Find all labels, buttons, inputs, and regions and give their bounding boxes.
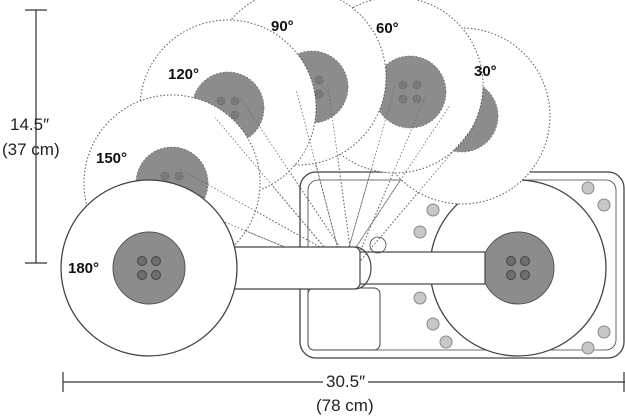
width-cm-label: (78 cm)	[316, 396, 374, 415]
hub-hole	[230, 110, 240, 120]
peg	[426, 317, 440, 331]
height-inches-label: 14.5″	[10, 115, 50, 134]
swing-arm-edge-30	[343, 106, 450, 266]
width-inches-label: 30.5″	[323, 372, 369, 392]
hub-hole	[412, 80, 422, 90]
peg	[413, 291, 427, 305]
angle-label-90: 90°	[271, 18, 294, 35]
hub-hole	[160, 171, 170, 181]
peg	[581, 181, 595, 195]
hub-hole	[398, 94, 408, 104]
base-turntable	[429, 179, 607, 357]
angle-label-180: 180°	[68, 260, 100, 277]
swing-arm-edge-30	[351, 125, 476, 272]
hub-hole	[314, 75, 324, 85]
hub-hole	[216, 96, 226, 106]
swing-arm-edge-90	[327, 83, 354, 268]
hub-hole	[412, 94, 422, 104]
angle-label-30: 30°	[474, 63, 497, 80]
base-arm	[354, 251, 486, 285]
base-hub	[481, 231, 555, 305]
peg	[597, 325, 611, 339]
angle-label-150: 150°	[96, 150, 128, 167]
peg	[597, 198, 611, 212]
peg	[413, 225, 427, 239]
peg	[426, 203, 440, 217]
disc-180	[60, 179, 238, 357]
peg	[581, 341, 595, 355]
angle-label-60: 60°	[376, 20, 399, 37]
hub-hole	[398, 80, 408, 90]
hub-hole	[314, 89, 324, 99]
swing-arm-edge-90	[295, 90, 344, 270]
height-dimension	[25, 9, 47, 264]
angle-label-120: 120°	[168, 66, 200, 83]
hub-hole	[230, 96, 240, 106]
base-pegs	[413, 181, 611, 355]
height-cm-label: (37 cm)	[2, 140, 60, 159]
hub-hole	[174, 171, 184, 181]
peg	[439, 335, 453, 349]
hub-180	[112, 231, 186, 305]
